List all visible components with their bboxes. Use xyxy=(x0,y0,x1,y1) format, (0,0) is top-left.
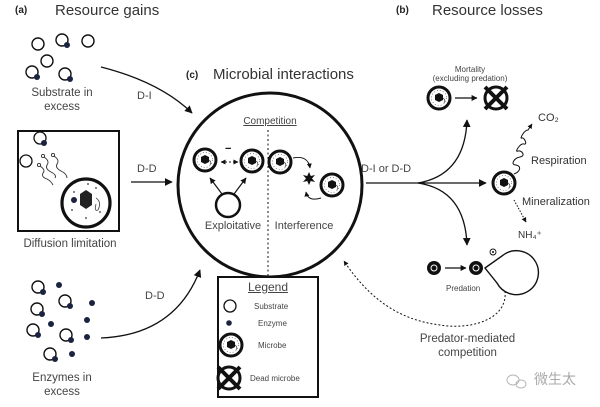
resource-gains-title: Resource gains xyxy=(55,2,160,19)
resource-losses-title: Resource losses xyxy=(432,2,543,19)
dead-microbe-icon xyxy=(483,85,509,111)
microbe-icon xyxy=(319,172,345,198)
interference-arrow xyxy=(292,157,312,169)
enzyme-icon xyxy=(69,351,75,357)
competition-heading: Competition xyxy=(243,116,297,127)
microbe-icon xyxy=(267,149,293,175)
predation-label: Predation xyxy=(446,284,481,293)
substrate-icon xyxy=(81,34,95,48)
legend-enzyme-label: Enzyme xyxy=(258,319,287,328)
substrate-icon xyxy=(214,191,242,219)
enzyme-icon xyxy=(56,282,62,288)
exploitative-label: Exploitative xyxy=(204,220,262,232)
predator-mediated-label-1: Predator-mediated xyxy=(419,333,516,345)
legend-microbe-icon xyxy=(218,332,244,358)
substrate-enzyme-icon xyxy=(25,65,41,81)
substrate-icon xyxy=(31,37,45,51)
mineralization-label: Mineralization xyxy=(522,196,590,208)
arrow-mineralization xyxy=(513,199,527,223)
arrow-predator-mediated-competition xyxy=(343,260,506,327)
enzymes-excess-cluster xyxy=(26,280,95,363)
watermark-text: 微生太 xyxy=(534,371,576,387)
substrate-in-excess-label-2: excess xyxy=(44,101,80,113)
loss-arrows xyxy=(366,119,487,246)
substrate-enzyme-icon xyxy=(26,323,42,339)
legend-substrate-label: Substrate xyxy=(254,302,289,311)
arrow-label-d-i-or-d-d: D-I or D-D xyxy=(361,163,412,175)
substrate-enzyme-icon xyxy=(31,280,47,296)
microbial-interactions-title: Microbial interactions xyxy=(213,66,354,83)
legend-title: Legend xyxy=(247,280,289,294)
enzyme-icon xyxy=(89,300,95,306)
enzyme-icon xyxy=(84,317,90,323)
microbe-icon xyxy=(426,85,452,111)
panel-b-tag: (b) xyxy=(396,5,409,16)
microbe-icon xyxy=(239,148,265,174)
substrate-enzyme-icon xyxy=(30,302,46,318)
predator-mediated-label-2: competition xyxy=(438,347,497,359)
arrow-label-d-d-diffusion: D-D xyxy=(137,163,157,175)
enzymes-in-excess-label-1: Enzymes in xyxy=(32,372,92,384)
nh4-label: NH₄⁺ xyxy=(518,230,542,241)
substrate-excess-cluster xyxy=(25,33,95,83)
enzyme-icon xyxy=(48,321,54,327)
mortality-label-1: Mortality xyxy=(454,65,486,74)
respiration-label: Respiration xyxy=(531,155,587,167)
negative-sign: − xyxy=(225,143,232,155)
substrate-enzyme-icon xyxy=(43,347,59,363)
arrow-substrate-to-microbe xyxy=(209,177,223,195)
panel-c-tag: (c) xyxy=(186,70,199,81)
legend-box xyxy=(216,276,319,398)
legend-microbe-label: Microbe xyxy=(258,341,287,350)
prey-microbe-icon xyxy=(469,261,483,275)
substrate-icon xyxy=(40,54,54,68)
wechat-watermark-icon xyxy=(506,374,527,389)
arrow-label-d-i: D-I xyxy=(137,90,152,102)
arrow-substrate-to-microbe xyxy=(233,177,247,195)
interference-arrow xyxy=(304,191,322,200)
mortality-label-2: (excluding predation) xyxy=(432,74,508,83)
substrate-enzyme-icon xyxy=(55,33,71,49)
predator-icon xyxy=(483,249,540,296)
arrow-label-d-d-enzymes: D-D xyxy=(145,290,165,302)
arrow-enzymes-to-interactions xyxy=(100,269,202,339)
legend-enzyme-icon xyxy=(226,320,232,326)
prey-microbe-icon xyxy=(427,261,441,275)
legend-dead-microbe-icon xyxy=(216,365,242,391)
legend-substrate-icon xyxy=(223,299,237,313)
substrate-in-excess-label-1: Substrate in xyxy=(31,87,93,99)
diffusion-limitation-box xyxy=(17,130,120,232)
substrate-enzyme-icon xyxy=(59,328,75,344)
microbe-icon xyxy=(192,147,218,173)
substrate-enzyme-icon xyxy=(58,67,74,83)
arrow-to-predation xyxy=(417,182,471,246)
enzyme-icon xyxy=(84,334,90,340)
co2-label: CO₂ xyxy=(538,112,559,124)
predation-group xyxy=(427,248,540,296)
respiration-coil xyxy=(512,123,533,175)
panel-a-tag: (a) xyxy=(15,5,28,16)
interference-label: Interference xyxy=(274,220,334,232)
substrate-enzyme-icon xyxy=(58,294,74,310)
enzymes-in-excess-label-2: excess xyxy=(44,386,80,398)
diffusion-limitation-label: Diffusion limitation xyxy=(23,238,117,250)
toxin-burst-icon xyxy=(303,172,315,185)
arrow-substrate-to-interactions xyxy=(100,66,193,114)
arrow-to-mortality xyxy=(417,119,471,184)
legend-dead-microbe-label: Dead microbe xyxy=(250,374,300,383)
microbe-icon xyxy=(491,170,517,196)
